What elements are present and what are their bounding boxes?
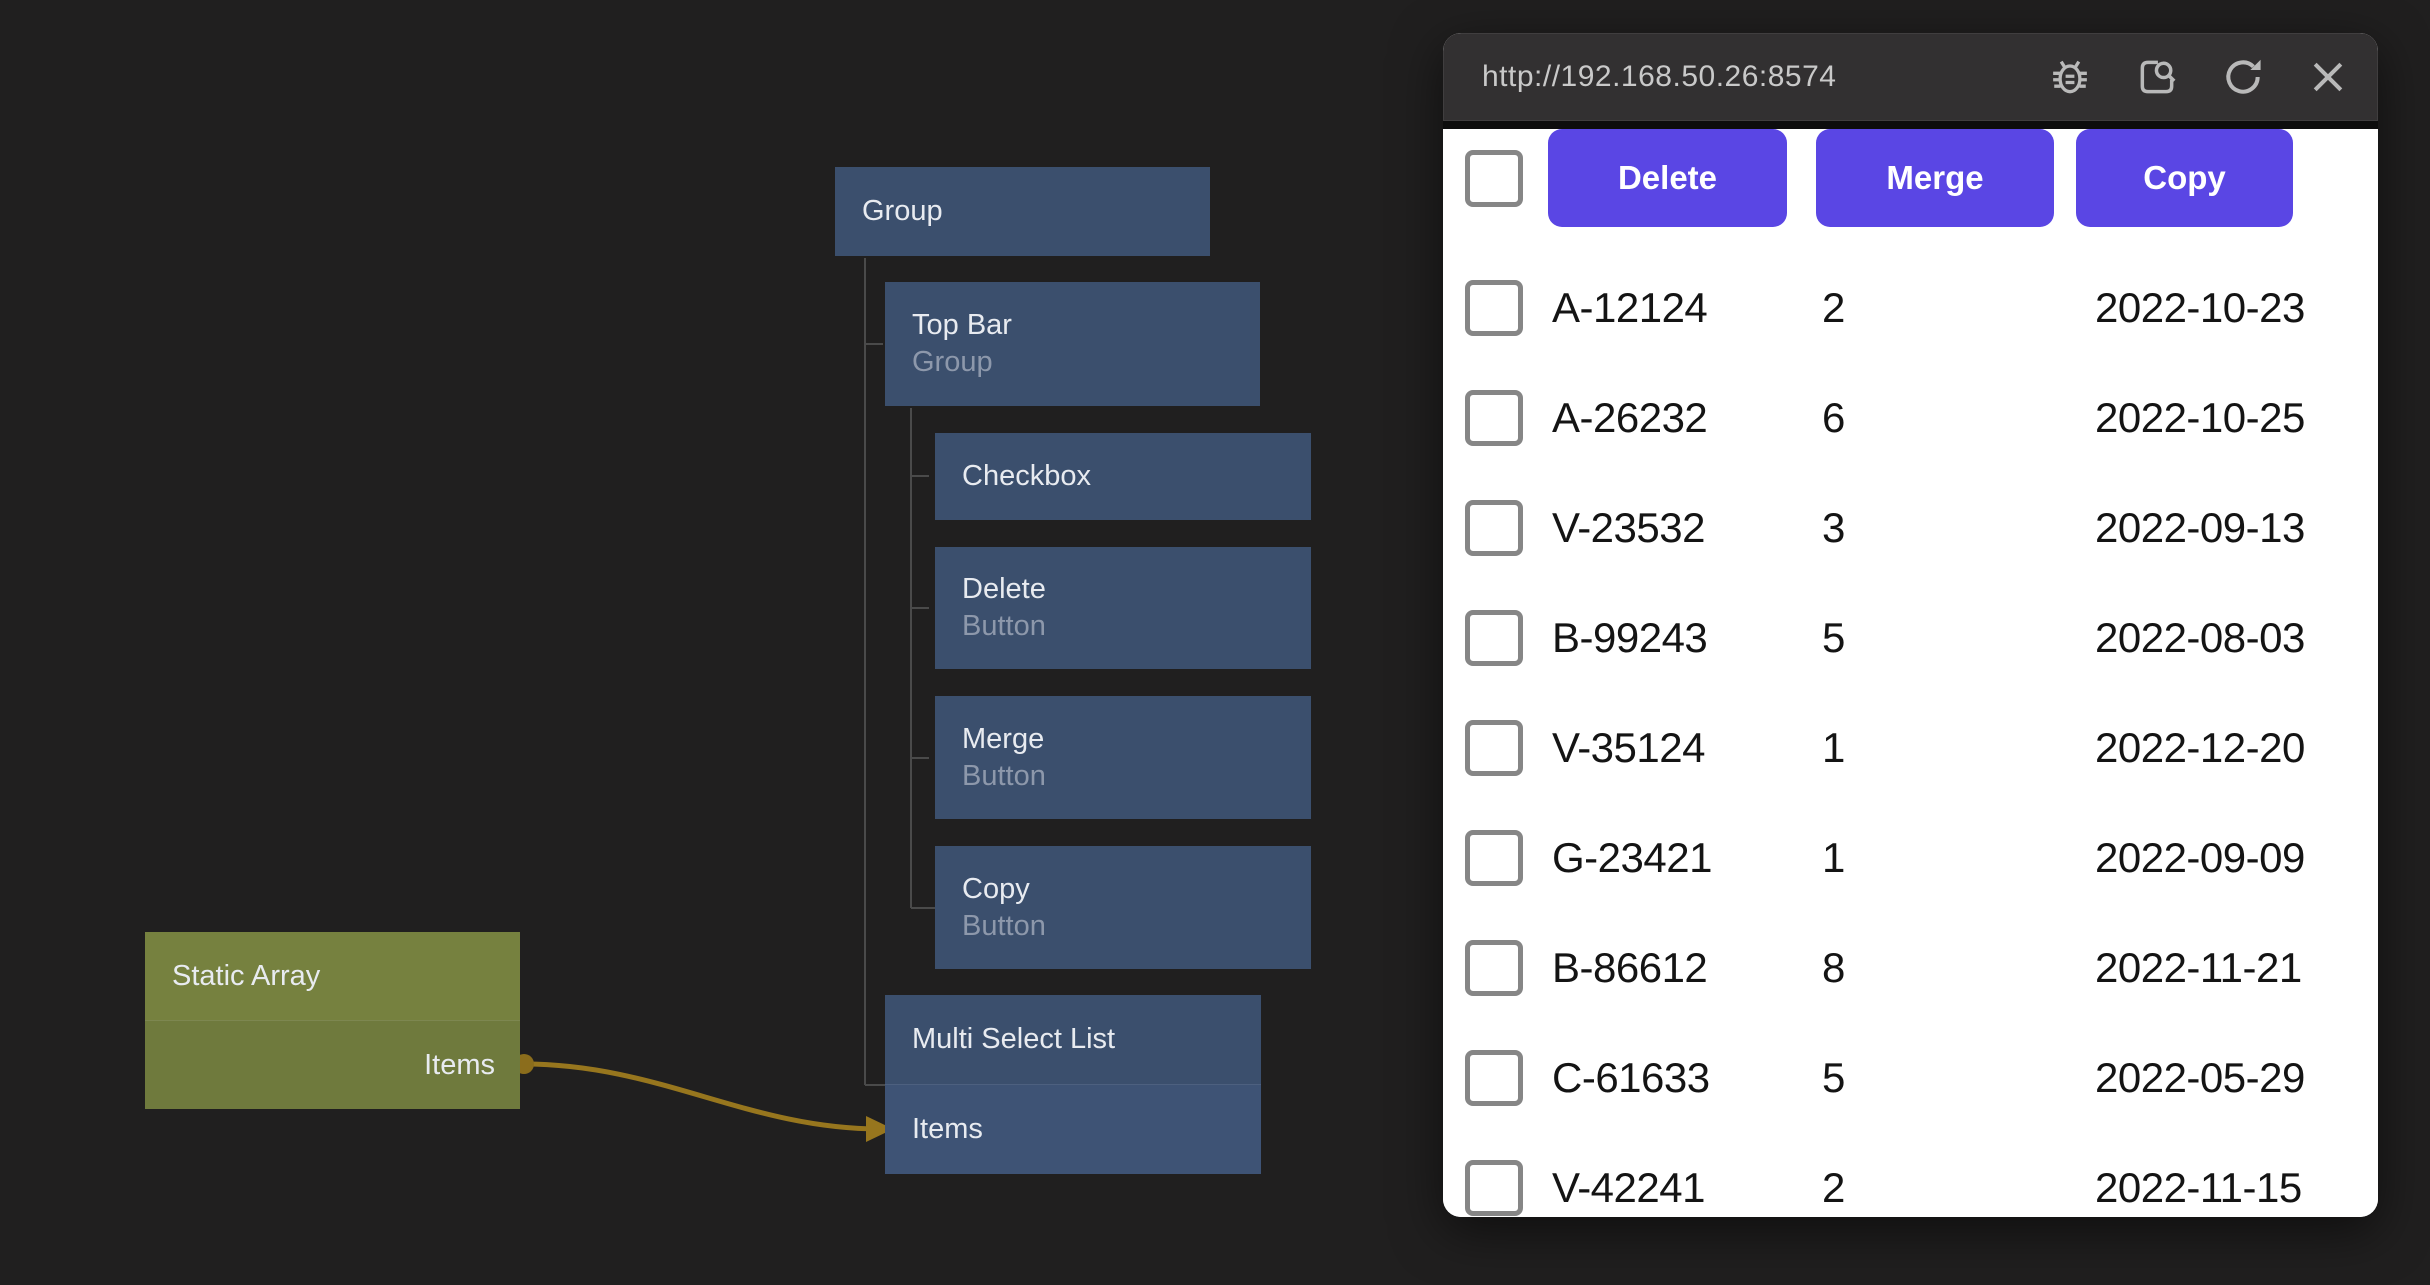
node-title: Checkbox	[962, 460, 1091, 492]
close-icon[interactable]	[2306, 55, 2350, 99]
row-qty: 5	[1822, 1054, 1845, 1101]
row-checkbox[interactable]	[1465, 1160, 1523, 1216]
row-id: V-42241	[1552, 1164, 1705, 1211]
row-qty: 8	[1822, 944, 1845, 991]
port-label: Items	[424, 1048, 495, 1081]
url-text: http://192.168.50.26:8574	[1482, 60, 1837, 93]
node-subtitle: Button	[962, 610, 1046, 642]
row-checkbox[interactable]	[1465, 940, 1523, 996]
delete-button[interactable]: Delete	[1548, 129, 1787, 227]
row-checkbox[interactable]	[1465, 830, 1523, 886]
connection-wire[interactable]	[523, 1061, 881, 1132]
row-qty: 5	[1822, 614, 1845, 661]
row-qty: 2	[1822, 284, 1845, 331]
table-row: V-23532 3 2022-09-13	[1443, 499, 2378, 557]
node-subtitle: Button	[962, 759, 1046, 792]
node-group[interactable]: Group	[835, 167, 1210, 256]
row-date: 2022-12-20	[2095, 724, 2305, 771]
row-id: G-23421	[1552, 834, 1712, 881]
node-title: Delete	[962, 573, 1046, 605]
row-qty: 1	[1822, 724, 1845, 771]
node-title: Static Array	[172, 959, 321, 992]
table-row: B-99243 5 2022-08-03	[1443, 609, 2378, 667]
row-id: V-35124	[1552, 724, 1705, 771]
row-date: 2022-10-25	[2095, 394, 2305, 441]
copy-button[interactable]: Copy	[2076, 129, 2293, 227]
input-port-row-items[interactable]: Items	[885, 1084, 1261, 1174]
row-date: 2022-11-21	[2095, 944, 2302, 991]
titlebar-separator	[1443, 121, 2378, 129]
row-checkbox[interactable]	[1465, 390, 1523, 446]
row-date: 2022-09-13	[2095, 504, 2305, 551]
node-title: Copy	[962, 872, 1030, 905]
select-all-checkbox[interactable]	[1465, 150, 1523, 207]
table-row: A-26232 6 2022-10-25	[1443, 389, 2378, 447]
row-checkbox[interactable]	[1465, 720, 1523, 776]
row-date: 2022-09-09	[2095, 834, 2305, 881]
output-port-row-items[interactable]: Items	[145, 1020, 520, 1109]
row-id: A-26232	[1552, 394, 1708, 441]
row-qty: 6	[1822, 394, 1845, 441]
row-qty: 3	[1822, 504, 1845, 551]
preview-window: http://192.168.50.26:8574	[1443, 33, 2378, 1217]
node-title: Merge	[962, 722, 1045, 755]
node-title: Multi Select List	[912, 1023, 1116, 1055]
row-qty: 2	[1822, 1164, 1845, 1211]
row-date: 2022-08-03	[2095, 614, 2305, 661]
row-checkbox[interactable]	[1465, 280, 1523, 336]
node-checkbox[interactable]: Checkbox	[935, 433, 1311, 520]
table-row: A-12124 2 2022-10-23	[1443, 279, 2378, 337]
node-title: Group	[862, 195, 943, 227]
node-title: Top Bar	[912, 309, 1012, 341]
row-id: A-12124	[1552, 284, 1708, 331]
preview-titlebar: http://192.168.50.26:8574	[1443, 33, 2378, 121]
row-date: 2022-11-15	[2095, 1164, 2302, 1211]
row-date: 2022-10-23	[2095, 284, 2305, 331]
row-id: V-23532	[1552, 504, 1705, 551]
row-checkbox[interactable]	[1465, 500, 1523, 556]
row-id: B-86612	[1552, 944, 1708, 991]
node-subtitle: Group	[912, 346, 993, 378]
row-date: 2022-05-29	[2095, 1054, 2305, 1101]
debug-icon[interactable]	[2048, 55, 2092, 99]
table-row: V-42241 2 2022-11-15	[1443, 1159, 2378, 1217]
table-row: V-35124 1 2022-12-20	[1443, 719, 2378, 777]
merge-button[interactable]: Merge	[1816, 129, 2054, 227]
row-checkbox[interactable]	[1465, 1050, 1523, 1106]
row-id: C-61633	[1552, 1054, 1710, 1101]
inspect-icon[interactable]	[2135, 55, 2179, 99]
node-subtitle: Button	[962, 909, 1046, 942]
table-row: G-23421 1 2022-09-09	[1443, 829, 2378, 887]
refresh-icon[interactable]	[2221, 55, 2265, 99]
table-row: C-61633 5 2022-05-29	[1443, 1049, 2378, 1107]
row-qty: 1	[1822, 834, 1845, 881]
table-row: B-86612 8 2022-11-21	[1443, 939, 2378, 997]
row-id: B-99243	[1552, 614, 1708, 661]
row-checkbox[interactable]	[1465, 610, 1523, 666]
port-label: Items	[912, 1113, 983, 1145]
